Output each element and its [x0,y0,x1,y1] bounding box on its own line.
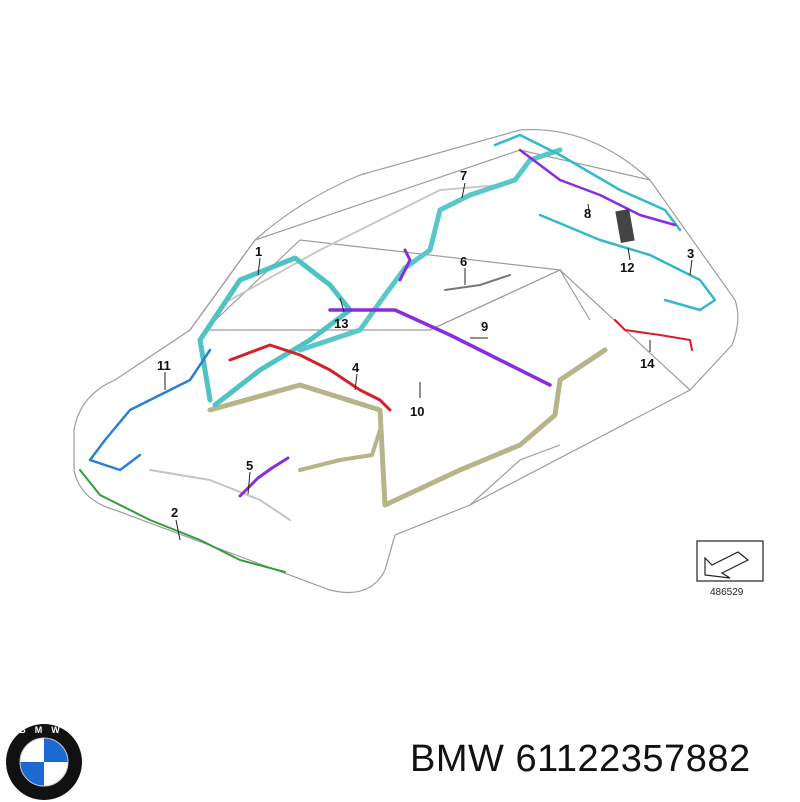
harness-floor-branch [298,428,382,472]
leader-lines [164,182,693,541]
harness-4 [228,343,392,412]
callout-10: 10 [410,404,424,419]
callout-7: 7 [460,168,467,183]
callout-4: 4 [352,360,360,375]
bmw-logo: BMW [6,724,82,800]
callout-11: 11 [157,358,171,373]
part-caption: BMW 61122357882 [410,738,751,781]
reference-box: 486529 [696,540,764,598]
bmw-logo-letters: BMW [19,725,69,735]
harness-gray-roof [229,184,501,301]
component-12 [615,209,635,243]
callout-12: 12 [620,260,634,275]
callout-9: 9 [481,319,488,334]
harness-group [79,133,717,573]
harness-floor [207,347,608,508]
harness-8 [518,148,677,227]
callout-labels: 1 2 3 4 5 6 7 8 9 10 11 12 13 14 [157,168,694,520]
callout-1: 1 [255,244,262,259]
harness-gray-left [149,469,291,521]
brand-name: BMW [410,738,505,780]
callout-13: 13 [334,316,348,331]
harness-13 [297,265,408,353]
harness-3 [538,213,717,312]
callout-2: 2 [171,505,178,520]
callout-14: 14 [640,356,655,371]
harness-gray-6 [444,274,511,291]
harness-9 [328,308,552,387]
harness-14 [614,319,693,351]
harness-3-roof [493,133,682,232]
callout-6: 6 [460,254,467,269]
callout-5: 5 [246,458,253,473]
reference-arrow-icon [704,551,750,579]
callout-3: 3 [687,246,694,261]
harness-2 [79,469,286,573]
reference-number: 486529 [710,587,744,598]
callout-8: 8 [584,206,591,221]
harness-9-upper [398,248,412,282]
harness-11 [88,348,212,472]
harness-1 [197,255,353,408]
part-number: 61122357882 [515,738,751,780]
harness-7 [402,147,563,271]
